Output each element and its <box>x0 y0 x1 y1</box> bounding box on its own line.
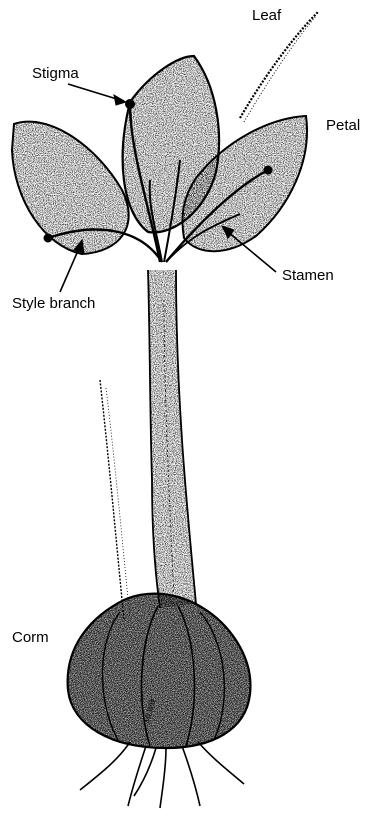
petal-left <box>12 122 129 254</box>
stigma-tip-left <box>44 234 53 243</box>
stamen-label: Stamen <box>282 268 334 283</box>
leaf-label: Leaf <box>252 8 281 23</box>
stigma-tip-top <box>125 99 135 109</box>
corm-label: Corm <box>12 630 49 645</box>
petals <box>12 56 307 254</box>
stigma-arrow <box>68 84 120 100</box>
style-branch-arrow <box>60 246 80 292</box>
style-branch-label: Style branch <box>12 296 95 311</box>
roots <box>80 742 244 808</box>
sheath-leaves <box>100 380 130 620</box>
corm <box>68 594 251 748</box>
leaf <box>240 12 318 122</box>
petal-label: Petal <box>326 118 360 133</box>
flower-tube <box>148 270 196 608</box>
stigma-tip-right <box>264 166 273 175</box>
stigma-label: Stigma <box>32 66 79 81</box>
stigma-arrowhead <box>114 95 126 105</box>
